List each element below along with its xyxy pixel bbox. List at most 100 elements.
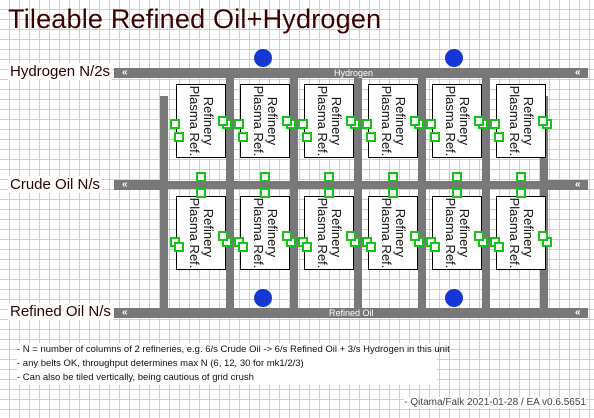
sorter-port	[324, 172, 334, 182]
sorter-port	[238, 132, 248, 142]
sorter-port	[196, 172, 206, 182]
sorter-port	[346, 116, 356, 126]
recipe-label: Plasma Ref.	[379, 197, 394, 269]
sorter-port	[430, 132, 440, 142]
hydrogen-belt-label: Hydrogen	[334, 68, 374, 78]
crude-oil-belt-right	[548, 180, 588, 190]
flow-arrow-icon: «	[122, 179, 128, 190]
belt-post	[354, 70, 362, 308]
recipe-label: Plasma Ref.	[443, 197, 458, 269]
refinery-label: Refinery	[457, 96, 472, 146]
flow-arrow-icon: «	[122, 307, 128, 318]
refined-oil-label: Refined Oil N/s	[8, 303, 113, 320]
tesla-tower-icon	[254, 49, 272, 67]
sorter-port	[282, 231, 292, 241]
sorter-port	[366, 132, 376, 142]
crude-oil-label: Crude Oil N/s	[8, 176, 103, 193]
sorter-port	[260, 172, 270, 182]
recipe-label: Plasma Ref.	[187, 197, 202, 269]
refinery-label: Refinery	[521, 96, 536, 146]
sorter-port	[426, 119, 436, 129]
sorter-port	[324, 188, 334, 198]
belt-post	[418, 70, 426, 308]
refinery-label: Refinery	[265, 96, 280, 146]
sorter-port	[260, 188, 270, 198]
sorter-port	[474, 116, 484, 126]
sorter-port	[218, 116, 228, 126]
refinery-label: Refinery	[201, 208, 216, 258]
flow-arrow-icon: «	[575, 67, 581, 78]
tesla-tower-icon	[445, 49, 463, 67]
flow-arrow-icon: «	[122, 67, 128, 78]
sorter-port	[282, 116, 292, 126]
flow-arrow-icon: «	[575, 307, 581, 318]
refinery-label: Refinery	[521, 208, 536, 258]
sorter-port	[238, 242, 248, 252]
belt-post	[226, 70, 234, 308]
recipe-label: Plasma Ref.	[187, 85, 202, 157]
note-line: - N = number of columns of 2 refineries,…	[17, 344, 450, 355]
sorter-port	[494, 242, 504, 252]
sorter-port	[410, 116, 420, 126]
recipe-label: Plasma Ref.	[315, 197, 330, 269]
credit-line: - Qitama/Falk 2021-01-28 / EA v0.6.5651	[404, 397, 586, 408]
refinery-label: Refinery	[393, 208, 408, 258]
sorter-port	[366, 242, 376, 252]
sorter-port	[490, 119, 500, 129]
refinery-label: Refinery	[201, 96, 216, 146]
belt-post	[160, 96, 168, 308]
crude-oil-belt-left	[114, 180, 160, 190]
recipe-label: Plasma Ref.	[251, 197, 266, 269]
sorter-port	[174, 132, 184, 142]
sorter-port	[452, 172, 462, 182]
tesla-tower-icon	[445, 289, 463, 307]
recipe-label: Plasma Ref.	[379, 85, 394, 157]
recipe-label: Plasma Ref.	[443, 85, 458, 157]
sorter-port	[474, 231, 484, 241]
sorter-port	[430, 242, 440, 252]
belt-post	[482, 70, 490, 308]
sorter-port	[302, 242, 312, 252]
sorter-port	[346, 231, 356, 241]
sorter-port	[388, 172, 398, 182]
recipe-label: Plasma Ref.	[315, 85, 330, 157]
crude-oil-belt-middle	[160, 181, 548, 189]
sorter-port	[410, 231, 420, 241]
sorter-port	[362, 119, 372, 129]
sorter-port	[302, 132, 312, 142]
refined-oil-belt-label: Refined Oil	[329, 308, 374, 318]
note-line: - any belts OK, throughput determines ma…	[17, 358, 304, 369]
sorter-port	[494, 132, 504, 142]
refinery-label: Refinery	[457, 208, 472, 258]
sorter-port	[388, 188, 398, 198]
tesla-tower-icon	[254, 289, 272, 307]
recipe-label: Plasma Ref.	[507, 197, 522, 269]
sorter-port	[538, 231, 548, 241]
sorter-port	[538, 116, 548, 126]
sorter-port	[452, 188, 462, 198]
refinery-label: Refinery	[265, 208, 280, 258]
hydrogen-belt	[114, 68, 588, 78]
sorter-port	[298, 119, 308, 129]
hydrogen-label: Hydrogen N/2s	[8, 63, 113, 80]
sorter-port	[196, 188, 206, 198]
sorter-port	[170, 119, 180, 129]
recipe-label: Plasma Ref.	[507, 85, 522, 157]
sorter-port	[516, 172, 526, 182]
sorter-port	[174, 242, 184, 252]
note-line: - Can also be tiled vertically, being ca…	[17, 372, 254, 383]
sorter-port	[218, 231, 228, 241]
refined-oil-belt	[114, 308, 588, 318]
refinery-label: Refinery	[329, 208, 344, 258]
page-title: Tileable Refined Oil+Hydrogen	[8, 4, 382, 34]
belt-post	[290, 70, 298, 308]
sorter-port	[516, 188, 526, 198]
flow-arrow-icon: «	[575, 179, 581, 190]
recipe-label: Plasma Ref.	[251, 85, 266, 157]
sorter-port	[234, 119, 244, 129]
notes-box: - N = number of columns of 2 refineries,…	[17, 343, 450, 385]
refinery-label: Refinery	[329, 96, 344, 146]
